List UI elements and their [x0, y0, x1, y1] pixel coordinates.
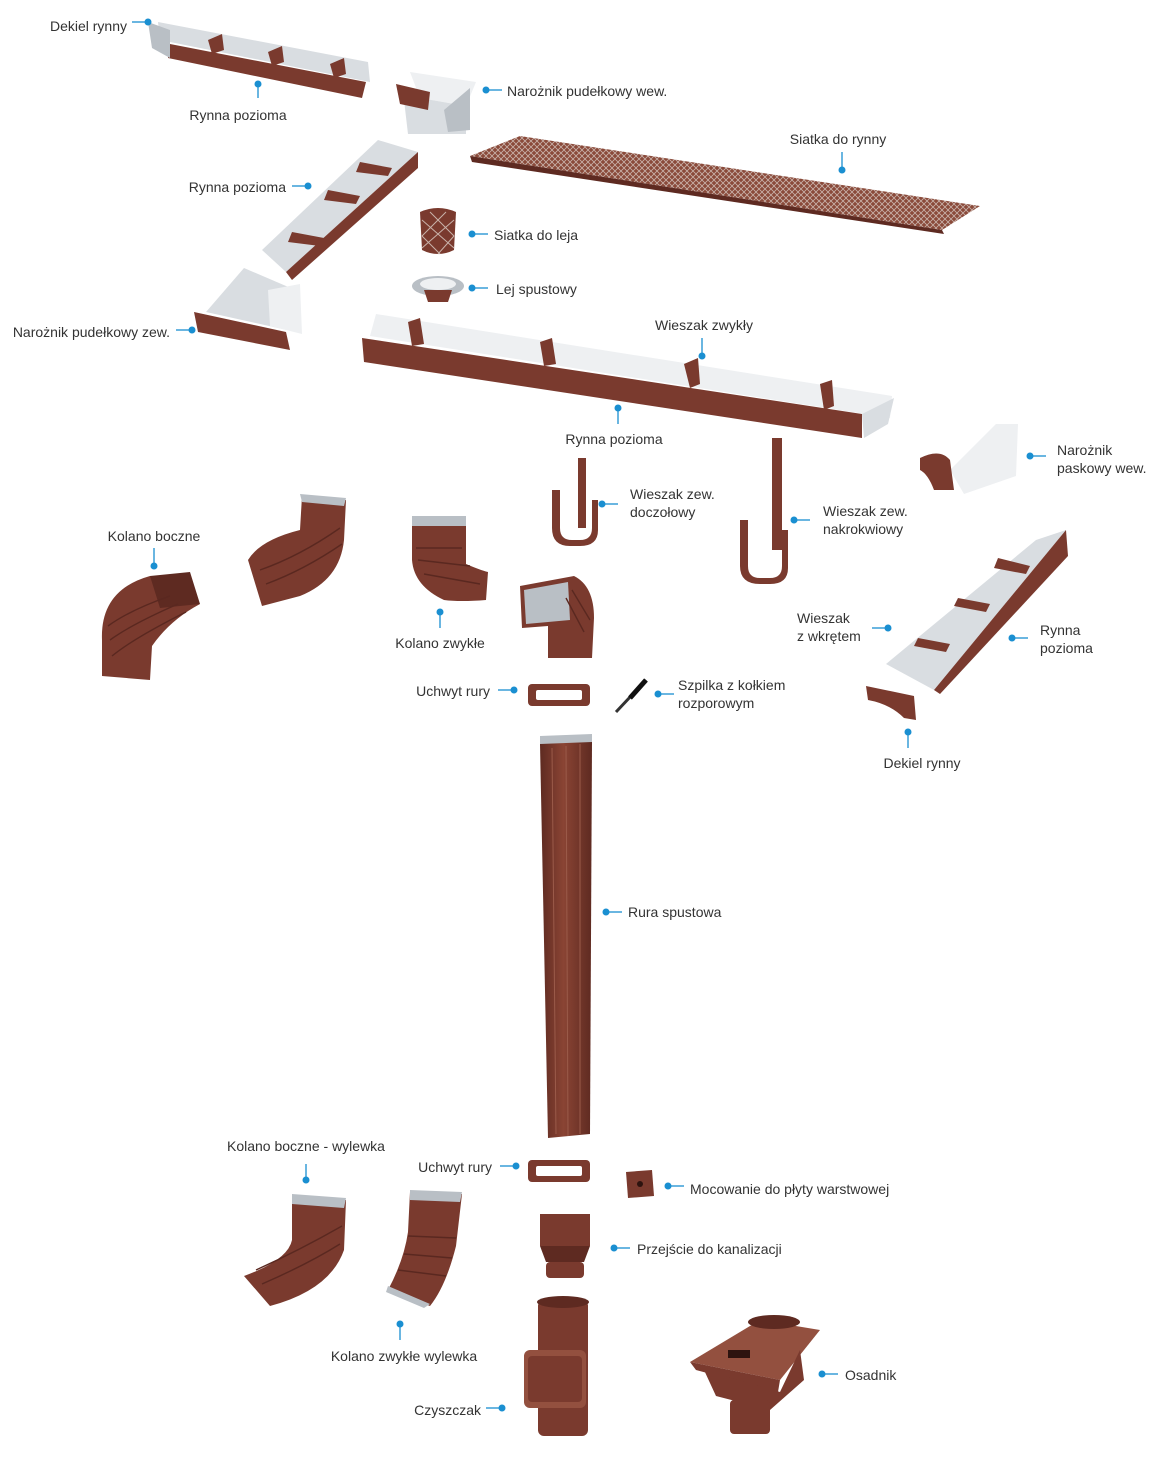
label-osadnik: Osadnik	[845, 1367, 897, 1383]
gutter-4	[886, 530, 1068, 694]
pipe-bracket-1	[528, 684, 590, 706]
label-wieszak-zew-nakrokwiowy-line-2: nakrokwiowy	[823, 521, 903, 537]
cleanout	[524, 1296, 589, 1436]
settling-tank	[690, 1315, 820, 1434]
gutter-1	[148, 22, 370, 98]
anchor-pin	[614, 678, 648, 714]
label-kolano-zwykle-wylewka: Kolano zwykłe wylewka	[331, 1348, 477, 1364]
pipe-bracket-2	[528, 1160, 590, 1182]
label-rynna-pozioma-1: Rynna pozioma	[189, 107, 286, 123]
label-kolano-boczne-wylewka: Kolano boczne - wylewka	[227, 1138, 385, 1154]
label-wieszak-zew-doczolowy-line-1: Wieszak zew.	[630, 486, 715, 502]
label-kolano-boczne: Kolano boczne	[108, 528, 201, 544]
label-wieszak-zew-nakrokwiowy: Wieszak zew. nakrokwiowy	[823, 503, 912, 537]
label-siatka-do-leja: Siatka do leja	[494, 227, 578, 243]
label-rura-spustowa: Rura spustowa	[628, 904, 722, 920]
label-naroznik-paskowy-wew: Narożnik paskowy wew.	[1057, 442, 1146, 476]
label-dekiel-rynny-1: Dekiel rynny	[50, 18, 127, 34]
label-wieszak-z-wkretem: Wieszak z wkrętem	[797, 610, 861, 644]
label-rynna-pozioma-2: Rynna pozioma	[189, 179, 286, 195]
label-naroznik-paskowy-wew-line-2: paskowy wew.	[1057, 460, 1146, 476]
leader-lines	[132, 18, 1046, 1412]
fascia-hanger	[552, 458, 598, 546]
label-naroznik-paskowy-wew-line-1: Narożnik	[1057, 442, 1113, 458]
label-rynna-pozioma-4: Rynna pozioma	[1040, 622, 1093, 656]
label-dekiel-rynny-2: Dekiel rynny	[883, 755, 960, 771]
side-elbow-spout	[244, 1194, 346, 1306]
label-przejscie: Przejście do kanalizacji	[637, 1241, 782, 1257]
label-rynna-pozioma-4-line-2: pozioma	[1040, 640, 1093, 656]
label-rynna-pozioma-3: Rynna pozioma	[565, 431, 662, 447]
side-elbow	[101, 572, 200, 680]
downpipe	[540, 734, 592, 1138]
label-kolano-zwykle: Kolano zwykłe	[395, 635, 485, 651]
label-wieszak-z-wkretem-line-1: Wieszak	[797, 610, 851, 626]
rafter-hanger	[740, 438, 788, 584]
label-szpilka-line-1: Szpilka z kołkiem	[678, 677, 785, 693]
label-rynna-pozioma-4-line-1: Rynna	[1040, 622, 1081, 638]
side-elbow-2	[248, 494, 346, 606]
gutter-mesh	[470, 136, 980, 234]
label-wieszak-zew-doczolowy-line-2: doczołowy	[630, 504, 695, 520]
standard-elbow	[412, 516, 488, 601]
gutter-2	[262, 140, 418, 280]
end-cap-2	[866, 686, 916, 720]
label-mocowanie: Mocowanie do płyty warstwowej	[690, 1181, 889, 1197]
sandwich-panel-mount	[626, 1170, 654, 1198]
internal-box-corner	[396, 72, 476, 134]
label-wieszak-zew-nakrokwiowy-line-1: Wieszak zew.	[823, 503, 908, 519]
outlet	[412, 276, 464, 302]
gutter-3	[362, 314, 894, 438]
label-uchwyt-rury-1: Uchwyt rury	[416, 683, 490, 699]
outlet-strainer	[420, 208, 456, 255]
standard-elbow-spout	[386, 1190, 462, 1308]
label-naroznik-pudelkowy-zew: Narożnik pudełkowy zew.	[13, 324, 170, 340]
label-szpilka-line-2: rozporowym	[678, 695, 754, 711]
label-wieszak-z-wkretem-line-2: z wkrętem	[797, 628, 861, 644]
label-wieszak-zwykly: Wieszak zwykły	[655, 317, 753, 333]
sewer-adapter	[540, 1214, 590, 1278]
label-naroznik-pudelkowy-wew: Narożnik pudełkowy wew.	[507, 83, 667, 99]
label-uchwyt-rury-2: Uchwyt rury	[418, 1159, 492, 1175]
label-lej-spustowy: Lej spustowy	[496, 281, 577, 297]
external-box-corner	[194, 268, 302, 350]
label-siatka-do-rynny: Siatka do rynny	[790, 131, 887, 147]
label-szpilka: Szpilka z kołkiem rozporowym	[678, 677, 789, 711]
elbow-near-pipe	[520, 576, 594, 658]
labels: Dekiel rynny Rynna pozioma Narożnik pude…	[13, 18, 1147, 1418]
label-wieszak-zew-doczolowy: Wieszak zew. doczołowy	[630, 486, 719, 520]
strap-internal-corner	[920, 424, 1018, 494]
label-czyszczak: Czyszczak	[414, 1402, 482, 1418]
